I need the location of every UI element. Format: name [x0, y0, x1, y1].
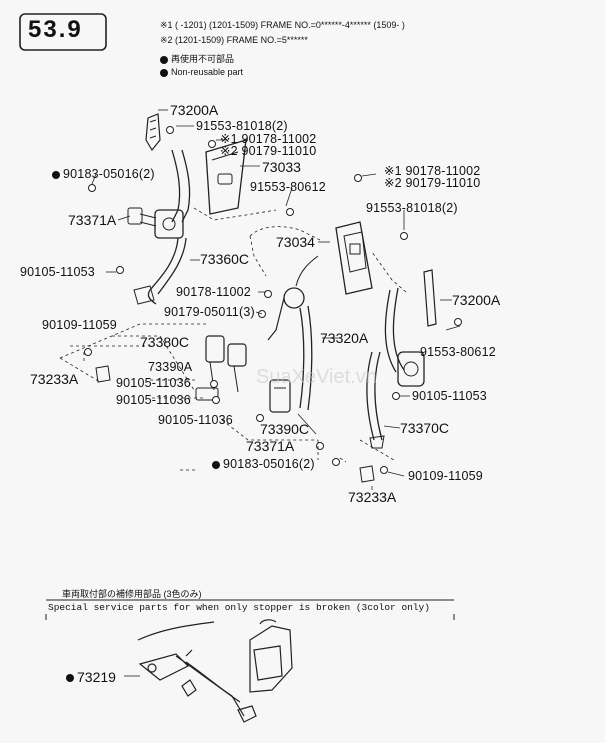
- special-title-jp: 車両取付部の補修用部品 (3色のみ): [62, 589, 202, 599]
- part-73219-text: 73219: [77, 669, 116, 685]
- stopper-illustration: [137, 619, 293, 723]
- part-90183-05016-bottom[interactable]: 90183-05016(2): [212, 457, 315, 471]
- frame-note-2: ※2 (1201-1509) FRAME NO.=5******: [160, 35, 308, 45]
- center-belt-73320A: [267, 255, 319, 413]
- part-90105-11053-left[interactable]: 90105-11053: [20, 265, 95, 279]
- part-90105-11036-c[interactable]: 90105-11036: [158, 413, 233, 427]
- non-reusable-dot-icon: [160, 68, 168, 77]
- part-73320A[interactable]: 73320A: [320, 330, 369, 346]
- non-reusable-dot-icon: [52, 170, 60, 179]
- part-90178-11002-mid[interactable]: 90178-11002: [176, 285, 251, 299]
- legend-jp: 再使用不可部品: [160, 52, 234, 65]
- part-90178-11002-right[interactable]: ※1 90178-11002: [384, 164, 481, 178]
- part-90105-11053-right[interactable]: 90105-11053: [412, 389, 487, 403]
- part-90183-05016-top[interactable]: 90183-05016(2): [52, 167, 155, 181]
- part-90183-05016-bottom-text: 90183-05016(2): [223, 457, 315, 471]
- cover-73233A-right: [359, 465, 375, 483]
- part-73233A-right[interactable]: 73233A: [348, 489, 397, 505]
- part-90183-05016-top-text: 90183-05016(2): [63, 167, 155, 181]
- part-73233A-left[interactable]: 73233A: [30, 371, 79, 387]
- legend-en: Non-reusable part: [160, 67, 243, 77]
- part-90109-11059-left[interactable]: 90109-11059: [42, 318, 117, 332]
- non-reusable-dot-icon: [160, 55, 168, 64]
- part-90178-11002-top[interactable]: ※1 90178-11002: [220, 132, 317, 146]
- part-73390A[interactable]: 73390A: [148, 360, 193, 374]
- watermark: SuaXeViet.vn: [256, 366, 377, 388]
- pillar-trim-73034: [335, 221, 373, 295]
- part-90105-11036-b[interactable]: 90105-11036: [116, 393, 191, 407]
- part-91553-81018-top[interactable]: 91553-81018(2): [196, 119, 288, 133]
- part-73219[interactable]: 73219: [66, 669, 116, 685]
- leader-lines: [91, 109, 461, 677]
- part-73033[interactable]: 73033: [262, 159, 301, 175]
- left-buckles: [195, 335, 247, 401]
- section-code: 53.9: [28, 16, 83, 43]
- special-ticks: [45, 614, 455, 620]
- part-90109-11059-right[interactable]: 90109-11059: [408, 469, 483, 483]
- bolts: [84, 126, 462, 474]
- special-title-en: Special service parts for when only stop…: [48, 602, 430, 613]
- part-73371A-mid[interactable]: 73371A: [246, 438, 295, 454]
- part-73034[interactable]: 73034: [276, 234, 315, 250]
- part-91553-80612-top[interactable]: 91553-80612: [250, 180, 326, 194]
- part-73370C[interactable]: 73370C: [400, 420, 450, 436]
- left-retractor-belt: [127, 113, 191, 305]
- legend-jp-text: 再使用不可部品: [171, 54, 235, 64]
- non-reusable-dot-icon: [212, 460, 220, 469]
- part-73380C[interactable]: 73380C: [140, 334, 190, 350]
- part-73390C[interactable]: 73390C: [260, 421, 310, 437]
- legend-en-text: Non-reusable part: [171, 67, 244, 77]
- part-90179-11010-top[interactable]: ※2 90179-11010: [220, 144, 317, 158]
- part-73360C[interactable]: 73360C: [200, 251, 250, 267]
- part-91553-81018-right[interactable]: 91553-81018(2): [366, 201, 458, 215]
- part-90179-05011[interactable]: 90179-05011(3): [164, 305, 255, 319]
- part-73371A-left[interactable]: 73371A: [68, 212, 117, 228]
- frame-note-1: ※1 ( -1201) (1201-1509) FRAME NO.=0*****…: [160, 20, 405, 30]
- part-90179-11010-right[interactable]: ※2 90179-11010: [384, 176, 481, 190]
- right-retractor-belt: [366, 269, 437, 449]
- code-box-frame: [19, 13, 107, 51]
- pillar-trim-73033: [205, 139, 247, 215]
- part-90105-11036-a[interactable]: 90105-11036: [116, 376, 191, 390]
- part-91553-80612-right[interactable]: 91553-80612: [420, 345, 496, 359]
- non-reusable-dot-icon: [66, 674, 74, 683]
- cover-73233A-left: [95, 365, 111, 383]
- part-73200A-top[interactable]: 73200A: [170, 102, 219, 118]
- dashed-lines: [59, 207, 407, 471]
- part-73200A-right[interactable]: 73200A: [452, 292, 501, 308]
